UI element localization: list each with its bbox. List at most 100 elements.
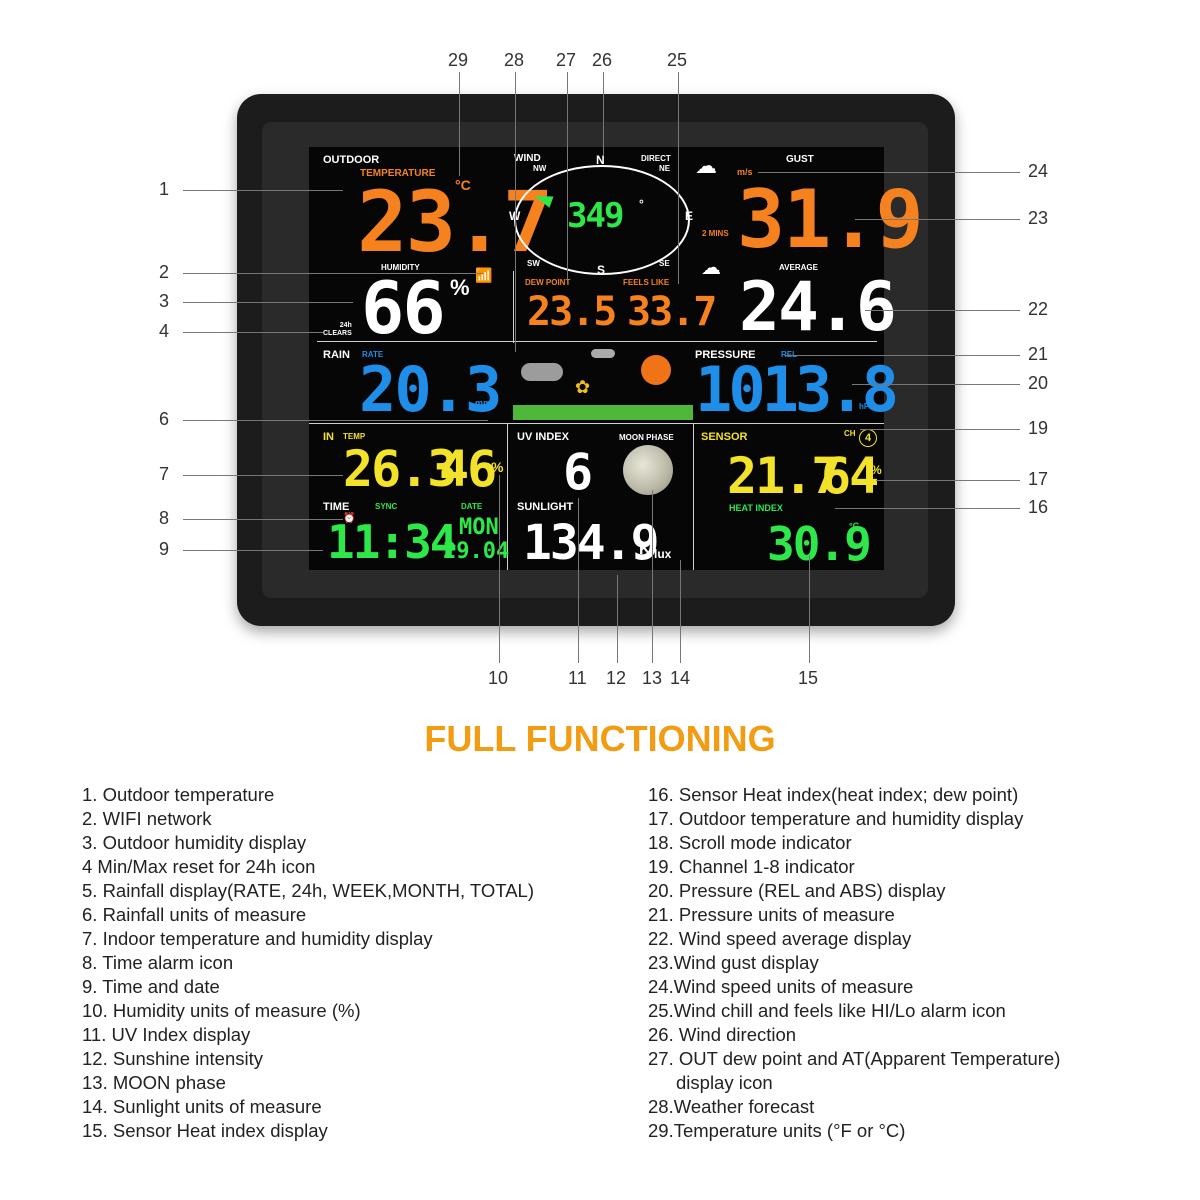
- sunlight-unit-k: K: [639, 541, 651, 558]
- weather-forecast: ✿: [513, 347, 693, 420]
- day-value: MON: [459, 515, 499, 540]
- moon-phase-icon: [623, 445, 673, 495]
- callout-line: [459, 72, 460, 176]
- list-item: 21. Pressure units of measure: [648, 904, 895, 925]
- list-item: display icon: [676, 1072, 773, 1093]
- callout-line: [876, 480, 1020, 481]
- list-item: 4 Min/Max reset for 24h icon: [82, 856, 316, 877]
- list-item: 6. Rainfall units of measure: [82, 904, 307, 925]
- callout-17: 17: [1028, 469, 1049, 489]
- callout-12: 12: [606, 668, 627, 688]
- callout-line: [183, 302, 353, 303]
- list-item: 11. UV Index display: [82, 1024, 251, 1045]
- list-item: 10. Humidity units of measure (%): [82, 1000, 361, 1021]
- compass-ne: NE: [659, 164, 671, 173]
- heat-index-unit: °C: [849, 521, 860, 531]
- divider: [513, 271, 514, 343]
- callout-26: 26: [592, 50, 613, 70]
- list-item: 16. Sensor Heat index(heat index; dew po…: [648, 784, 1019, 805]
- list-item: 22. Wind speed average display: [648, 928, 912, 949]
- callout-25: 25: [667, 50, 688, 70]
- sensor-temperature-value: 21.7: [727, 447, 841, 505]
- callout-16: 16: [1028, 497, 1049, 517]
- list-item: 12. Sunshine intensity: [82, 1048, 264, 1069]
- compass-nw: NW: [533, 164, 547, 173]
- alarm-icon: ⏰: [343, 513, 356, 524]
- moon-phase-label: MOON PHASE: [619, 433, 674, 442]
- callout-line: [183, 420, 488, 421]
- list-item: 13. MOON phase: [82, 1072, 226, 1093]
- callout-line: [652, 490, 653, 663]
- list-item: 3. Outdoor humidity display: [82, 832, 307, 853]
- callout-2: 2: [159, 262, 170, 282]
- callout-line: [865, 310, 1020, 311]
- callout-line: [860, 429, 1020, 430]
- rain-unit: mm: [475, 398, 492, 408]
- divider: [309, 423, 884, 424]
- list-item: 19. Channel 1-8 indicator: [648, 856, 855, 877]
- callout-11: 11: [568, 668, 587, 688]
- heat-index-value: 30.9: [767, 517, 872, 571]
- list-item: 20. Pressure (REL and ABS) display: [648, 880, 946, 901]
- sunlight-value: 134.9: [523, 515, 659, 571]
- time-label: TIME: [323, 501, 350, 513]
- uv-index-value: 6: [563, 443, 593, 501]
- temperature-unit: °C: [455, 177, 471, 193]
- sun-icon: [641, 355, 671, 385]
- heat-index-label: HEAT INDEX: [729, 503, 783, 513]
- sunflower-icon: ✿: [575, 377, 591, 397]
- callout-28: 28: [504, 50, 525, 70]
- compass-e: E: [685, 209, 694, 223]
- date-label: DATE: [461, 502, 483, 511]
- sunlight-unit: lux: [654, 547, 672, 561]
- list-item: 14. Sunlight units of measure: [82, 1096, 322, 1117]
- list-item: 27. OUT dew point and AT(Apparent Temper…: [648, 1048, 1061, 1069]
- callout-3: 3: [159, 291, 170, 311]
- callout-8: 8: [159, 508, 170, 528]
- callout-23: 23: [1028, 208, 1049, 228]
- callout-10: 10: [488, 668, 509, 688]
- callout-6: 6: [159, 409, 170, 429]
- divider: [317, 341, 877, 342]
- feature-list-left: 1. Outdoor temperature 2. WIFI network 3…: [82, 783, 534, 1143]
- callout-4: 4: [159, 321, 170, 341]
- sensor-humidity-unit: %: [871, 463, 882, 477]
- callout-7: 7: [159, 464, 170, 484]
- indoor-temperature-value: 26.3: [343, 440, 457, 498]
- wind-direction-value: 349: [567, 196, 624, 236]
- callout-line: [499, 475, 500, 663]
- callout-line: [809, 555, 810, 663]
- rate-label: RATE: [362, 350, 384, 359]
- callout-line: [183, 550, 323, 551]
- callout-line: [835, 508, 1020, 509]
- wind-degree-symbol: °: [639, 197, 644, 211]
- channel-label: CH: [844, 429, 856, 438]
- compass-s: S: [597, 263, 606, 277]
- wind-label: WIND: [514, 153, 541, 164]
- in-label: IN: [323, 431, 334, 443]
- callout-line: [678, 72, 679, 284]
- indoor-humidity-unit: %: [491, 459, 504, 475]
- callout-20: 20: [1028, 373, 1049, 393]
- callout-line: [183, 332, 323, 333]
- callout-9: 9: [159, 539, 170, 559]
- humidity-unit: %: [450, 275, 470, 300]
- list-item: 29.Temperature units (°F or °C): [648, 1120, 906, 1141]
- list-item: 1. Outdoor temperature: [82, 784, 275, 805]
- rain-value: 20.3: [359, 353, 502, 426]
- grass: [513, 405, 693, 420]
- callout-line: [852, 384, 1020, 385]
- list-item: 24.Wind speed units of measure: [648, 976, 914, 997]
- compass-w: W: [509, 209, 520, 223]
- average-label: AVERAGE: [779, 263, 818, 272]
- callout-line: [785, 355, 1020, 356]
- list-item: 15. Sensor Heat index display: [82, 1120, 328, 1141]
- callout-13: 13: [642, 668, 663, 688]
- list-item: 25.Wind chill and feels like HI/Lo alarm…: [648, 1000, 1006, 1021]
- page-title: FULL FUNCTIONING: [424, 718, 776, 759]
- divider: [507, 423, 508, 570]
- pressure-unit: hPa: [859, 402, 874, 411]
- humidity-label: HUMIDITY: [381, 263, 420, 272]
- channel-value: 4: [859, 429, 877, 447]
- feature-list-right: 16. Sensor Heat index(heat index; dew po…: [648, 783, 1060, 1143]
